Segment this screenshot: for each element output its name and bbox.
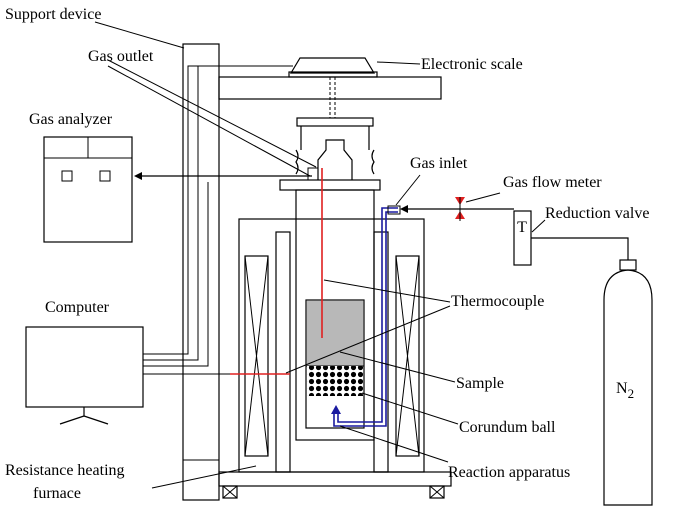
label-thermocouple: Thermocouple [451,293,544,310]
corundum-ball-layer [307,366,363,396]
label-corundum-ball: Corundum ball [459,419,556,436]
label-gas-flow-meter: Gas flow meter [503,174,602,191]
label-reduction-valve: Reduction valve [545,205,649,222]
label-electronic-scale: Electronic scale [421,56,523,73]
gas-analyzer [43,136,133,243]
label-reaction-apparatus: Reaction apparatus [448,464,570,481]
gas-supply-line [400,197,514,221]
n2-cylinder [603,259,653,506]
sample-layer [305,299,365,367]
label-gas-inlet: Gas inlet [410,155,468,172]
outer-tube [295,189,375,441]
label-gas-analyzer: Gas analyzer [29,111,113,128]
thermocouples [230,168,323,375]
label-n2: N2 [616,380,634,401]
scale-body [289,57,376,74]
gas-inlet-line [331,205,401,427]
electronic-scale [218,57,442,175]
reaction-apparatus [295,189,375,441]
label-gas-outlet: Gas outlet [88,48,154,65]
support-device [182,43,220,501]
gas-outlet-line [134,172,312,180]
label-support-device: Support device [5,6,101,23]
support-column [182,43,220,501]
label-furnace: furnace [33,485,81,502]
heating-element-right [395,255,420,457]
label-computer: Computer [45,299,110,316]
furnace-base [218,471,452,487]
label-sample: Sample [456,375,504,392]
valve-mark: T [517,219,527,236]
reaction-vessel-top [279,139,381,191]
leader-lines [94,21,546,489]
reduction-valve: T [513,210,629,266]
top-flange [279,179,381,191]
computer [25,326,144,425]
label-resistance-heating: Resistance heating [5,462,125,479]
computer-cables [143,65,293,375]
heating-element-left [244,255,269,457]
